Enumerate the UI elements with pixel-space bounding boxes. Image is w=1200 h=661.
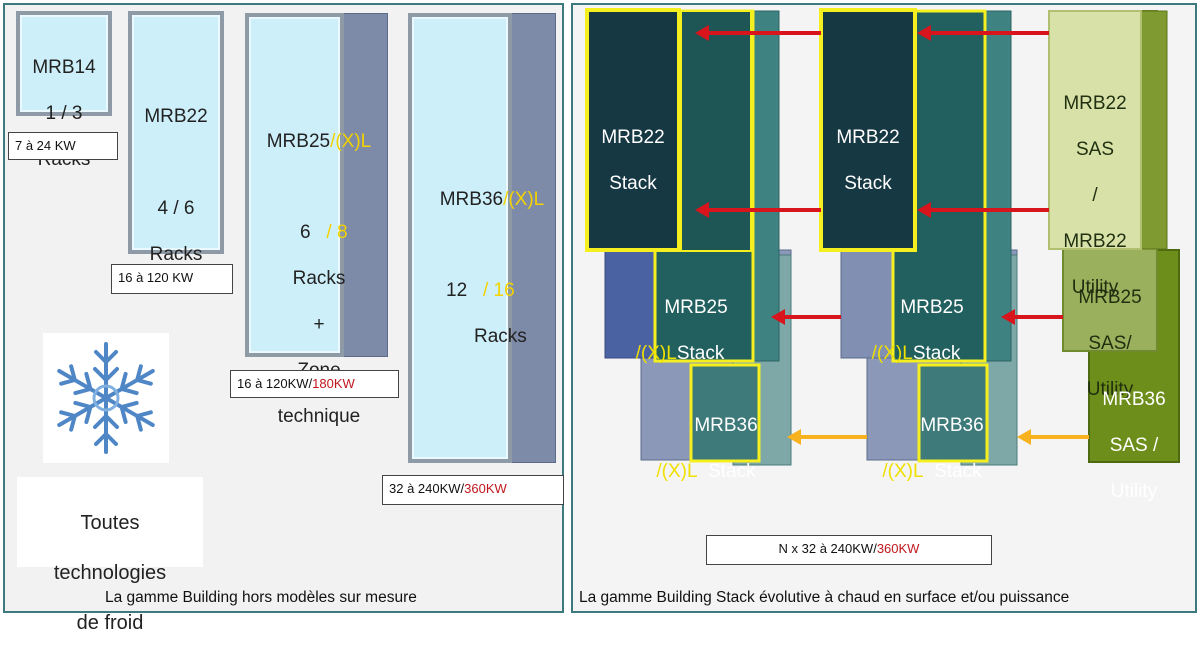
- stack1-mrb22-line2: Stack: [609, 173, 657, 194]
- stack1-mrb36-stack: Stack: [708, 461, 756, 482]
- mrb22-power-tag: 16 à 120 KW: [111, 264, 233, 294]
- stack2-mrb22-line1: MRB22: [836, 127, 900, 148]
- stack1-mrb36: [689, 363, 761, 463]
- utility25-l1: MRB25: [1078, 287, 1142, 308]
- utility22-label: MRB22 SAS / MRB22 Utility: [1049, 69, 1141, 322]
- stack1-mrb22-ext: [680, 10, 752, 252]
- stack2-mrb36-name: MRB36: [920, 415, 984, 436]
- mrb14-name: MRB14: [32, 57, 96, 78]
- mrb36-label: MRB36/(X)L 12 / 16 Racks: [421, 165, 563, 371]
- mrb14-racks: 1 / 3: [45, 103, 83, 124]
- stack2-mrb36-stack: Stack: [934, 461, 982, 482]
- mrb25-plus: +: [313, 314, 325, 335]
- right-caption: La gamme Building Stack évolutive à chau…: [579, 589, 1070, 606]
- mrb25-extension-bar: [342, 13, 388, 357]
- mrb36-racks-a: 12: [446, 280, 468, 301]
- utility22-l3: /: [1092, 185, 1098, 206]
- mrb14-box: [16, 11, 112, 116]
- stack-group-1: [585, 8, 792, 466]
- cooling-text: Toutes technologies de froid: [17, 486, 203, 661]
- left-caption: La gamme Building hors modèles sur mesur…: [105, 589, 417, 606]
- stack2-mrb36-label: MRB36 /(X)L Stack: [867, 391, 997, 506]
- stack2-mrb22-line2: Stack: [844, 173, 892, 194]
- utility-group: [1048, 10, 1180, 463]
- stack1-mrb25-variant: /(X)L: [635, 343, 677, 364]
- mrb22-racks-label: Racks: [149, 244, 203, 265]
- mrb25-power-b: 180KW: [312, 376, 355, 391]
- mrb25-power-tag: 16 à 120KW/180KW: [230, 370, 399, 398]
- utility25-l3: Utility: [1086, 379, 1134, 400]
- mrb22-box: [128, 11, 224, 254]
- stack2-mrb36-variant: /(X)L: [882, 461, 924, 482]
- stack2-mrb22-label: MRB22 Stack: [821, 103, 915, 218]
- mrb25-racks-label: Racks: [292, 268, 346, 289]
- stack-group-2: [819, 8, 1018, 466]
- stack2-mrb25-label: MRB25 /(X)LStack: [841, 273, 991, 388]
- cooling-text-box: [17, 477, 203, 567]
- mrb36-variant: /(X)L: [503, 189, 545, 210]
- utility22-l4: MRB22: [1063, 231, 1127, 252]
- stack2-mrb25-name: MRB25: [900, 297, 964, 318]
- utility22-l5: Utility: [1071, 277, 1119, 298]
- utility25-l2: SAS/: [1088, 333, 1132, 354]
- stack-power-a: N x 32 à 240KW/: [778, 541, 877, 556]
- cooling-line-1: Toutes: [80, 512, 140, 534]
- mrb22-label: MRB22 4 / 6 Racks: [128, 82, 224, 289]
- mrb25-power-a: 16 à 120KW/: [237, 376, 313, 391]
- stack1-mrb25-stack: Stack: [676, 343, 725, 364]
- stack1-mrb36-name: MRB36: [694, 415, 758, 436]
- stack-diagram: [585, 8, 1180, 466]
- stack1-mrb22-label: MRB22 Stack: [587, 103, 679, 218]
- stack-power-tag: N x 32 à 240KW/360KW: [706, 535, 992, 565]
- stack2-mrb25-stack: Stack: [912, 343, 961, 364]
- mrb36-racks-b: / 16: [482, 280, 515, 301]
- mrb36-racks-label: Racks: [474, 326, 527, 347]
- left-panel: MRB14 1 / 3 Racks 7 à 24 KW MRB22 4 / 6 …: [3, 3, 564, 634]
- stack1-mrb25-label: MRB25 /(X)LStack: [605, 273, 755, 388]
- utility25-label: MRB25 SAS/ Utility: [1067, 263, 1153, 424]
- mrb25-box: [245, 13, 344, 357]
- utility22-l2: SAS: [1075, 139, 1115, 160]
- utility36-l3: Utility: [1110, 481, 1158, 502]
- stack2-mrb25-variant: /(X)L: [871, 343, 913, 364]
- stack2-mrb22: [819, 8, 917, 252]
- snowflake-icon: [57, 342, 155, 454]
- mrb25-variant: /(X)L: [330, 131, 372, 152]
- cooling-line-2: technologies: [53, 562, 167, 584]
- right-panel: MRB22 Stack MRB25 /(X)LStack MRB36 /(X)L…: [571, 3, 1197, 613]
- snowflake-image: [43, 333, 169, 463]
- mrb22-racks: 4 / 6: [157, 198, 195, 219]
- mrb22-name: MRB22: [144, 106, 208, 127]
- stack1-mrb22: [585, 8, 681, 252]
- stack1-mrb36-variant: /(X)L: [656, 461, 698, 482]
- mrb14-label: MRB14 1 / 3 Racks: [16, 33, 112, 194]
- utility36-label: MRB36 SAS / Utility: [1089, 365, 1179, 526]
- mrb36-box: [408, 13, 512, 463]
- mrb36-power-b: 360KW: [464, 481, 507, 496]
- stack1-mrb36-label: MRB36 /(X)L Stack: [641, 391, 771, 506]
- mrb14-power-tag: 7 à 24 KW: [8, 132, 118, 160]
- mrb25-label: MRB25/(X)L 6 / 8 Racks + Zone technique: [249, 107, 389, 451]
- stack1-mrb22-line1: MRB22: [601, 127, 665, 148]
- mrb25-technique: technique: [277, 406, 361, 427]
- utility36-l2: SAS /: [1109, 435, 1159, 456]
- cooling-line-3: de froid: [76, 612, 144, 634]
- mrb36-power-tag: 32 à 240KW/360KW: [382, 475, 564, 505]
- arrows: [695, 25, 1089, 445]
- mrb25-racks-a: 6: [300, 222, 311, 243]
- utility22-box: [1048, 10, 1142, 250]
- stack1-mrb25-name: MRB25: [664, 297, 728, 318]
- mrb36-name: MRB36: [439, 189, 504, 210]
- utility36-l1: MRB36: [1102, 389, 1166, 410]
- mrb36-power-a: 32 à 240KW/: [389, 481, 465, 496]
- mrb25-racks-b: / 8: [326, 222, 348, 243]
- stack-power-b: 360KW: [876, 541, 920, 556]
- stack2-mrb36: [917, 363, 989, 463]
- mrb25-name: MRB25: [266, 131, 331, 152]
- utility22-l1: MRB22: [1063, 93, 1127, 114]
